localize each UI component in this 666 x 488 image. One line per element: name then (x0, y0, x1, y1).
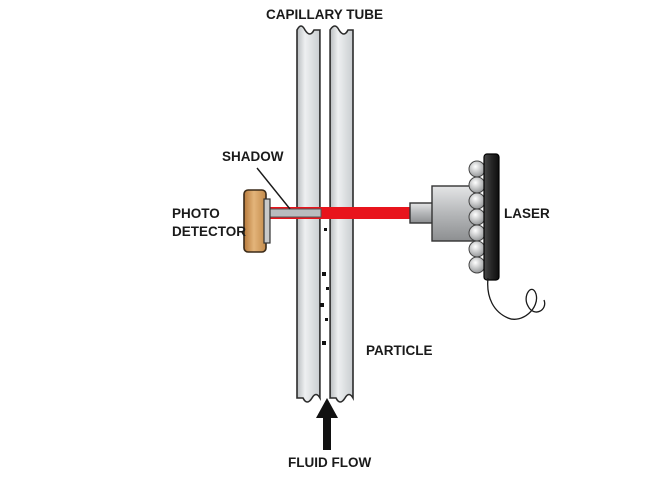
shadow-leader-line (256, 167, 291, 210)
laser-nozzle (409, 202, 435, 224)
photo-detector (243, 189, 271, 253)
laser-coil (468, 192, 486, 210)
laser-coil (468, 224, 486, 242)
particle (320, 303, 324, 307)
laser-coil (468, 240, 486, 258)
laser-back-plate (483, 153, 500, 281)
particle (324, 228, 327, 231)
laser-coil (468, 160, 486, 178)
shadow-label: SHADOW (222, 149, 284, 164)
particle (325, 318, 328, 321)
laser-label: LASER (504, 206, 550, 221)
shadow-beam (265, 208, 322, 218)
laser-coil (468, 256, 486, 274)
laser-device (409, 153, 546, 320)
detector-body (243, 189, 267, 253)
laser-power-cable (487, 277, 546, 320)
particle (326, 287, 329, 290)
detector-window (263, 198, 271, 244)
photo-detector-label-line2: DETECTOR (172, 224, 247, 239)
laser-coil (468, 176, 486, 194)
particle (322, 341, 326, 345)
laser-coil (468, 208, 486, 226)
particle (322, 272, 326, 276)
photo-detector-label-line1: PHOTO (172, 206, 220, 221)
fluid-flow-arrow (316, 398, 338, 450)
fluid-flow-label: FLUID FLOW (288, 455, 372, 470)
arrow-shaft (323, 416, 331, 450)
particle-label: PARTICLE (366, 343, 433, 358)
arrow-head (316, 398, 338, 418)
laser-housing (431, 185, 475, 242)
capillary-tube-label: CAPILLARY TUBE (266, 7, 384, 22)
laser-coils (468, 160, 486, 274)
